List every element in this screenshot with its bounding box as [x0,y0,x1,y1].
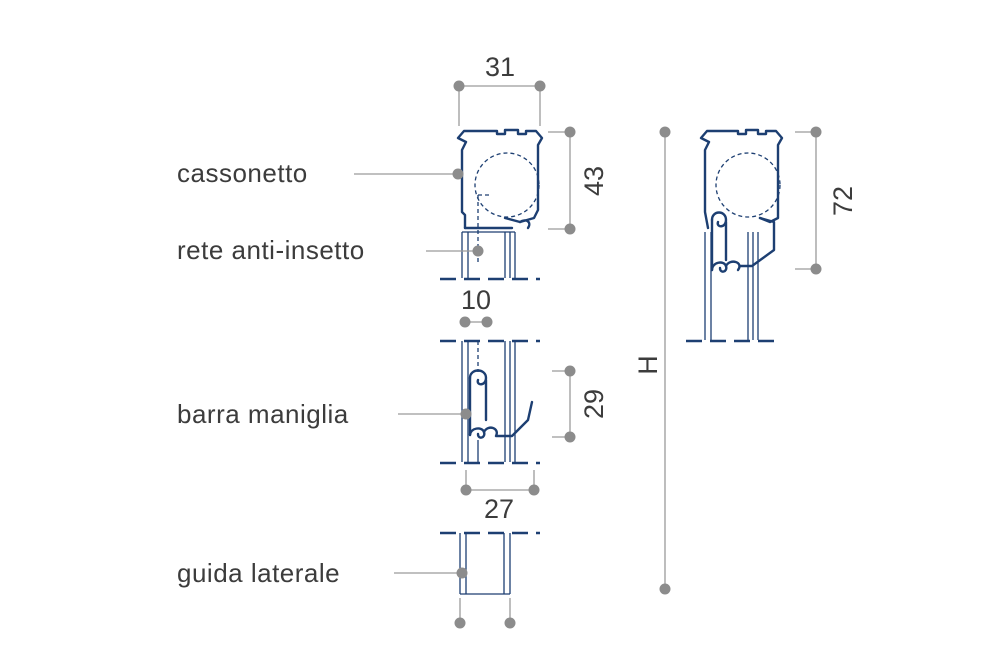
dim-43-label: 43 [579,166,609,196]
dim-h-label: H [633,355,663,375]
dim-bar-height: 29 [552,365,609,443]
label-barra-group: barra maniglia [177,399,472,429]
label-cassonetto: cassonetto [177,158,308,188]
label-rete-anti-insetto: rete anti-insetto [177,235,365,265]
dim-net-offset: 10 [459,285,493,328]
dim-total-height: H [633,126,671,595]
label-guida-laterale: guida laterale [177,558,340,588]
dim-bar-width: 27 [460,470,540,524]
label-guida-group: guida laterale [177,558,468,588]
dim-alt-box-height: 72 [795,126,858,275]
dim-31-label: 31 [485,52,515,82]
dim-10-label: 10 [461,285,491,315]
dim-box-height: 43 [548,126,609,235]
label-rete-group: rete anti-insetto [177,235,484,265]
dim-guide-width [454,598,516,629]
label-barra-maniglia: barra maniglia [177,399,349,429]
barra-maniglia-section [440,339,540,465]
dim-29-label: 29 [579,389,609,419]
dim-72-label: 72 [828,186,858,216]
dim-27-label: 27 [484,494,514,524]
upper-rails [440,231,540,281]
guida-laterale-section [440,531,540,595]
label-cassonetto-group: cassonetto [177,158,464,188]
cassonetto-section [456,128,544,262]
alternate-cassonetto-section [686,128,784,343]
dim-box-width: 31 [453,52,546,126]
